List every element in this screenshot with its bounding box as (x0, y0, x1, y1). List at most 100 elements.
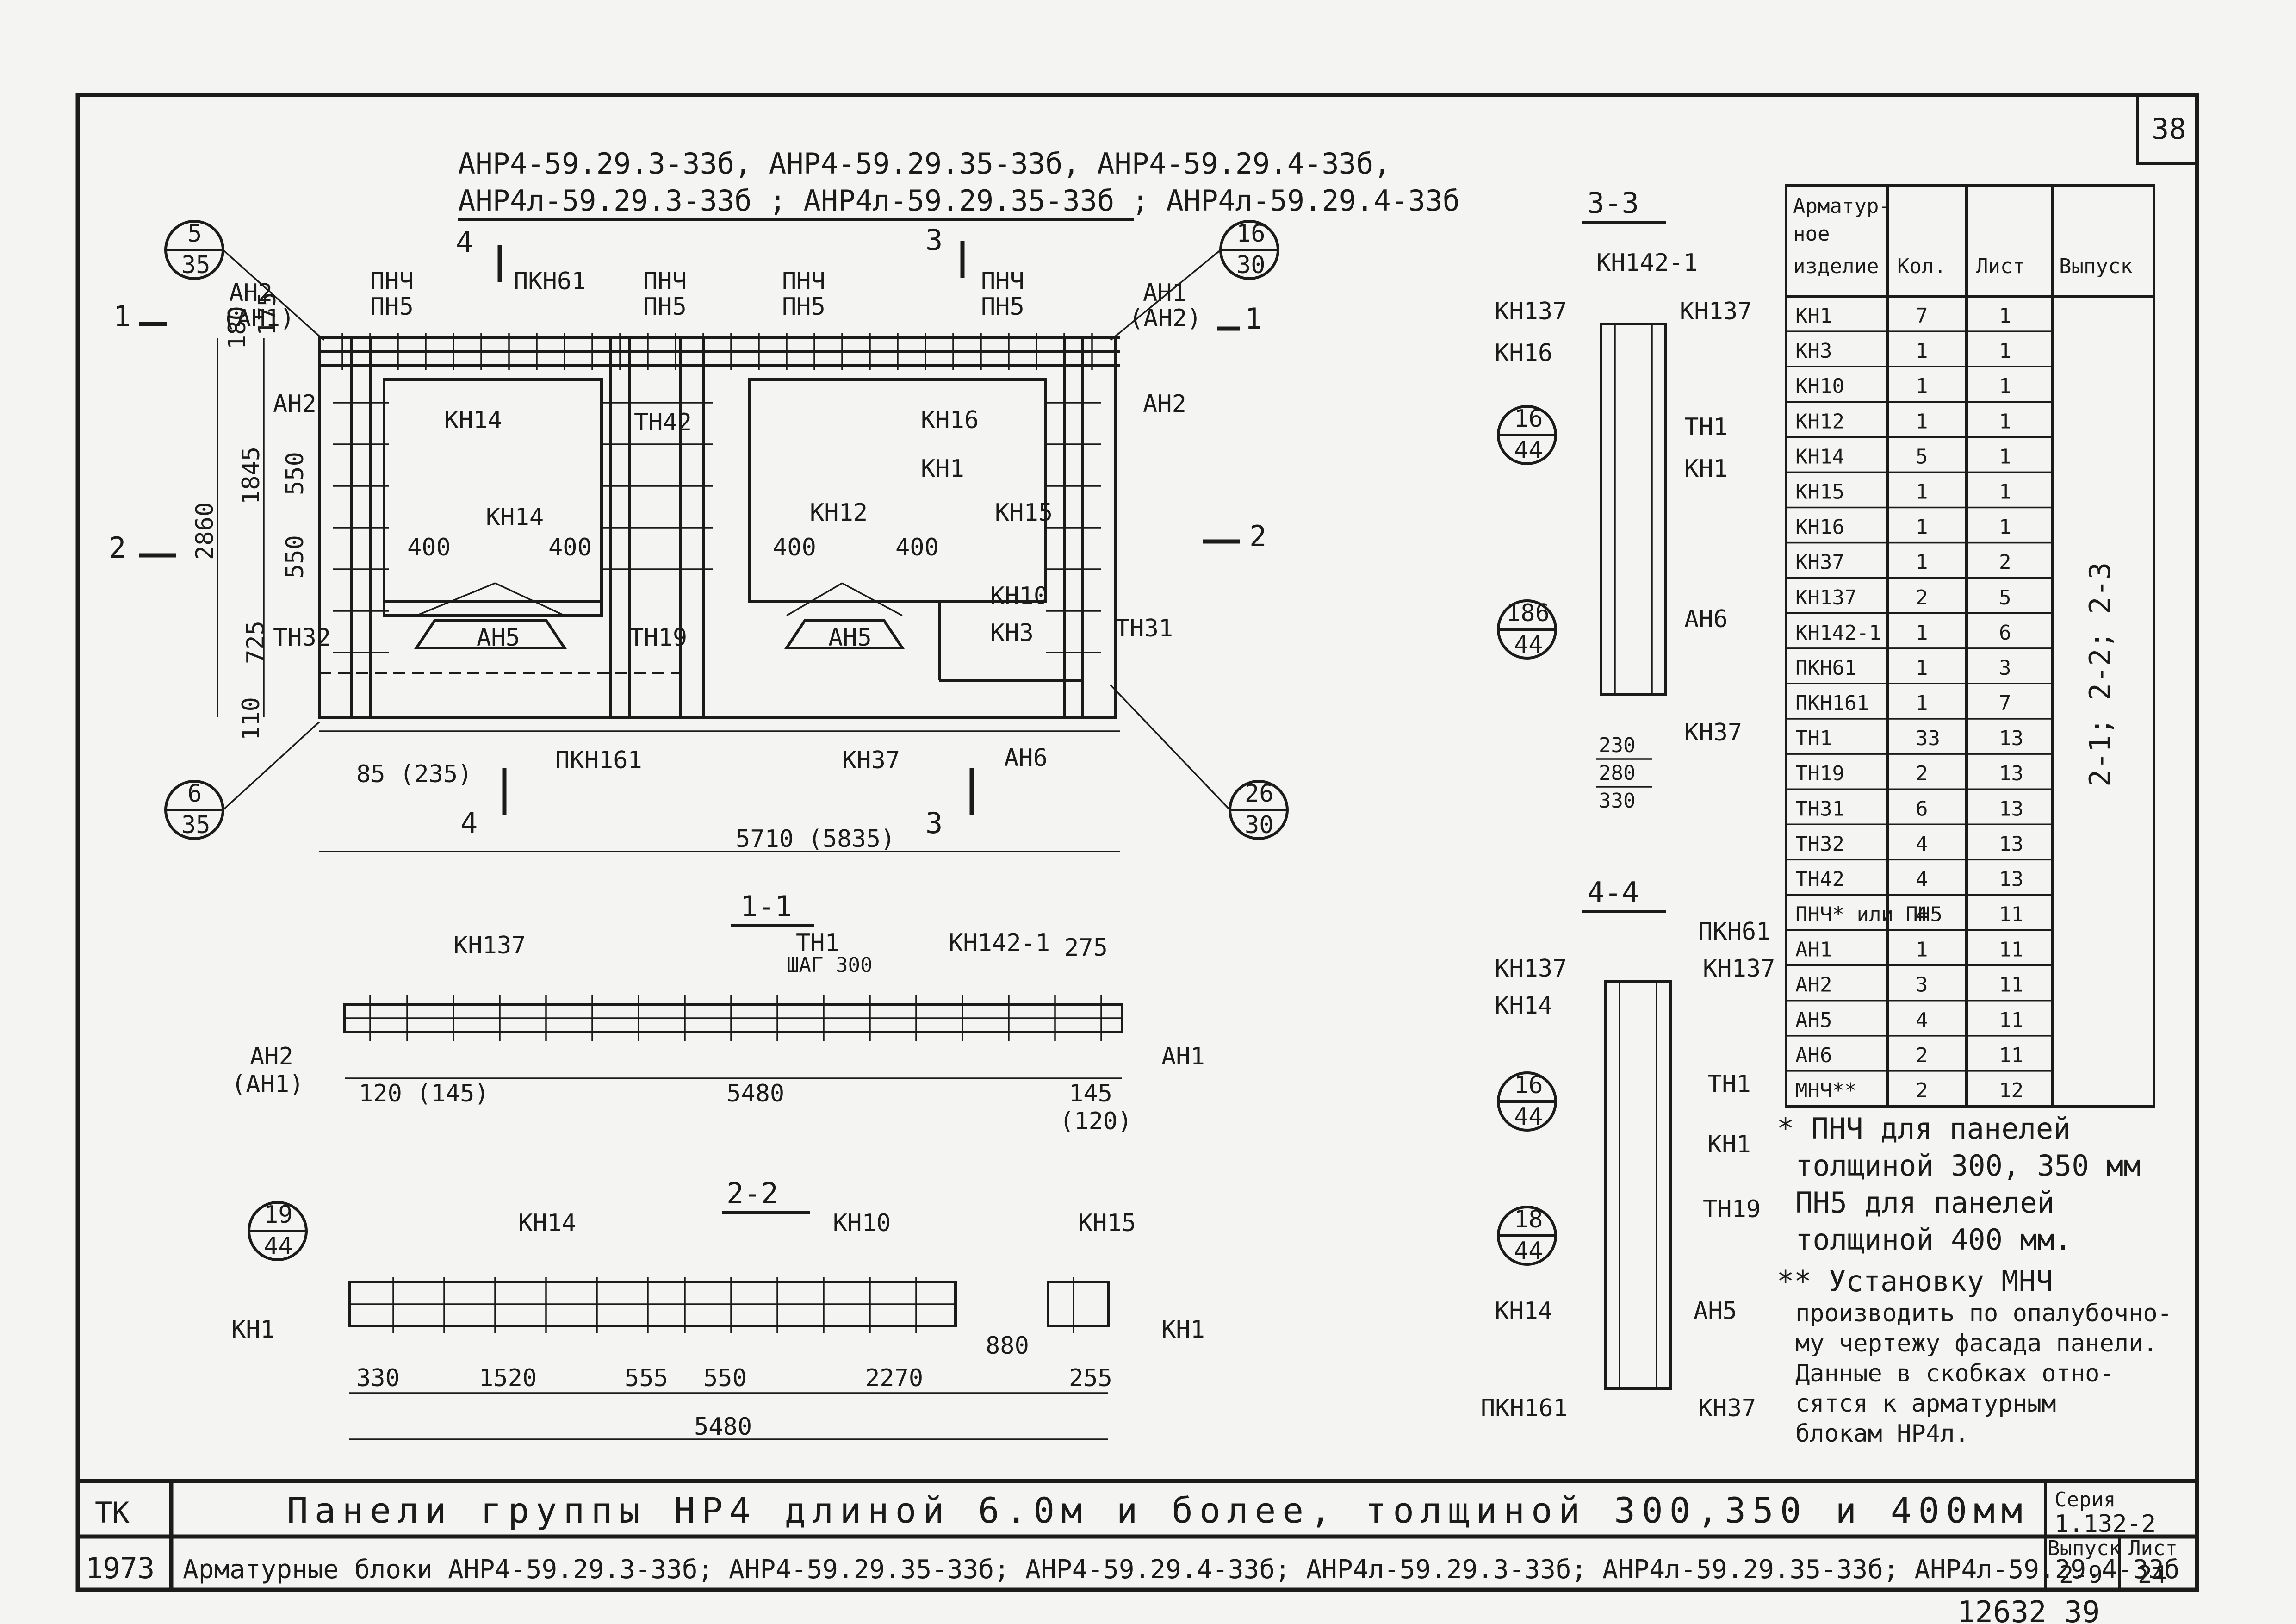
svg-text:КН137: КН137 (1495, 955, 1567, 983)
svg-text:230: 230 (1599, 734, 1635, 757)
svg-text:блокам НР4л.: блокам НР4л. (1795, 1420, 1969, 1448)
svg-text:КН1: КН1 (1161, 1316, 1205, 1344)
svg-text:2: 2 (109, 531, 126, 565)
table-cell-item: КН137 (1795, 586, 1856, 610)
section-3-3: 3-3 КН142-1 КН137 КН137 КН16 ТН1 КН1 АН6… (1495, 186, 1752, 813)
svg-text:КН14: КН14 (518, 1209, 576, 1237)
svg-text:АН5: АН5 (828, 624, 872, 652)
svg-text:производить по опалубочно-: производить по опалубочно- (1795, 1300, 2172, 1327)
title-org: ТК (95, 1496, 130, 1530)
table-cell-qty: 5 (1916, 445, 1928, 468)
svg-text:550: 550 (281, 452, 309, 495)
elevation-frame (318, 336, 1117, 719)
table-cell-qty: 3 (1916, 973, 1928, 997)
svg-text:5480: 5480 (726, 1080, 784, 1108)
callout-16-30: 16 30 (1110, 220, 1279, 341)
section-2-2: 2-2 19 44 КН14 КН10 КН15 КН1 КН1 330 152… (231, 1176, 1205, 1441)
svg-text:30: 30 (1245, 811, 1274, 839)
table-cell-sheet: 2 (1999, 551, 2011, 574)
table-cell-qty: 2 (1916, 1079, 1928, 1102)
svg-text:* ПНЧ для панелей: * ПНЧ для панелей (1777, 1112, 2071, 1145)
svg-text:КН15: КН15 (1078, 1209, 1136, 1237)
section-4-4: 4-4 ПКН61 КН137 КН137 КН14 ТН1 КН1 ТН19 … (1481, 876, 1775, 1422)
svg-text:330: 330 (356, 1364, 400, 1392)
svg-text:КН12: КН12 (810, 499, 868, 527)
svg-text:ПНЧ: ПНЧ (981, 268, 1024, 295)
section-4-4-title: 4-4 (1587, 876, 1639, 909)
svg-text:186: 186 (1506, 599, 1550, 627)
svg-text:АН2: АН2 (1143, 390, 1186, 418)
table-cell-qty: 4 (1916, 867, 1928, 891)
header-line-1: АНР4-59.29.3-33б, АНР4-59.29.35-33б, АНР… (458, 147, 1391, 180)
svg-text:КН37: КН37 (1684, 719, 1742, 747)
label-an1-paren: (АН1) (222, 305, 295, 332)
table-cell-item: КН14 (1795, 445, 1844, 468)
svg-text:85 (235): 85 (235) (356, 760, 472, 788)
svg-text:550: 550 (281, 535, 309, 579)
table-cell-sheet: 13 (1999, 762, 2023, 785)
table-cell-qty: 1 (1916, 339, 1928, 363)
svg-text:КН137: КН137 (1703, 955, 1775, 983)
svg-text:АН5: АН5 (1694, 1297, 1737, 1325)
table-cell-sheet: 1 (1999, 445, 2011, 468)
svg-text:110: 110 (237, 697, 265, 740)
svg-text:толщиной 400 мм.: толщиной 400 мм. (1795, 1223, 2072, 1257)
svg-text:КН142-1: КН142-1 (949, 929, 1050, 957)
svg-text:Данные в скобках отно-: Данные в скобках отно- (1795, 1360, 2114, 1388)
table-issue-value: 2-1; 2-2; 2-3 (2083, 562, 2117, 787)
svg-text:толщиной 300, 350 мм: толщиной 300, 350 мм (1795, 1149, 2141, 1182)
table-cell-qty: 1 (1916, 691, 1928, 715)
window-opening-left (383, 378, 603, 617)
callout-5-35: 5 35 (164, 220, 325, 341)
label-an1-top: АН1 (1143, 279, 1186, 307)
svg-text:550: 550 (703, 1364, 747, 1392)
svg-text:КН1: КН1 (1707, 1131, 1751, 1158)
svg-text:555: 555 (625, 1364, 668, 1392)
svg-text:КН37: КН37 (842, 747, 900, 774)
svg-text:175: 175 (254, 292, 281, 336)
table-cell-item: ТН42 (1795, 867, 1844, 891)
svg-text:ТН1: ТН1 (796, 929, 839, 957)
svg-text:КН142-1: КН142-1 (1596, 249, 1698, 277)
table-cell-item: ТН1 (1795, 727, 1832, 750)
table-cell-sheet: 1 (1999, 410, 2011, 433)
svg-text:ПКН161: ПКН161 (1481, 1394, 1568, 1422)
table-cell-qty: 7 (1916, 304, 1928, 328)
svg-text:** Установку МНЧ: ** Установку МНЧ (1777, 1264, 2053, 1298)
table-cell-sheet: 11 (1999, 1008, 2023, 1032)
svg-text:КН16: КН16 (921, 406, 979, 434)
svg-text:275: 275 (1064, 934, 1108, 962)
svg-text:880: 880 (986, 1332, 1029, 1360)
table-cell-item: ПНЧ* или ПН5 (1795, 903, 1942, 927)
svg-text:КН14: КН14 (1495, 992, 1552, 1020)
svg-text:400: 400 (773, 534, 816, 561)
svg-text:сятся к арматурным: сятся к арматурным (1795, 1390, 2056, 1418)
header-line-2: АНР4л-59.29.3-33б ; АНР4л-59.29.35-33б ;… (458, 184, 1460, 218)
svg-text:КН16: КН16 (1495, 339, 1552, 367)
table-cell-item: АН2 (1795, 973, 1832, 997)
section-mark-2-right: 2 (1203, 519, 1266, 553)
svg-text:180: 180 (223, 306, 251, 349)
table-cell-sheet: 11 (1999, 1044, 2023, 1067)
svg-text:ПКН161: ПКН161 (555, 747, 642, 774)
table-cell-sheet: 13 (1999, 867, 2023, 891)
sheet-frame (75, 93, 2199, 1592)
svg-text:КН1: КН1 (231, 1316, 275, 1344)
svg-text:5: 5 (187, 220, 202, 248)
svg-text:КН10: КН10 (990, 582, 1048, 610)
table-cell-qty: 4 (1916, 1008, 1928, 1032)
svg-text:1845: 1845 (237, 447, 265, 504)
table-cell-sheet: 1 (1999, 374, 2011, 398)
title-block: ТК 1973 Панели группы НР4 длиной 6.0м и … (78, 1479, 2197, 1590)
table-cell-item: КН1 (1795, 304, 1832, 328)
svg-text:КН3: КН3 (990, 619, 1034, 647)
svg-text:18: 18 (1514, 1206, 1543, 1233)
table-cell-sheet: 11 (1999, 973, 2023, 997)
svg-text:АН2: АН2 (250, 1043, 293, 1070)
svg-text:ПН5 для панелей: ПН5 для панелей (1795, 1186, 2054, 1220)
table-cell-qty: 1 (1916, 938, 1928, 962)
svg-text:725: 725 (242, 621, 270, 664)
section-1-1-title: 1-1 (740, 890, 792, 923)
